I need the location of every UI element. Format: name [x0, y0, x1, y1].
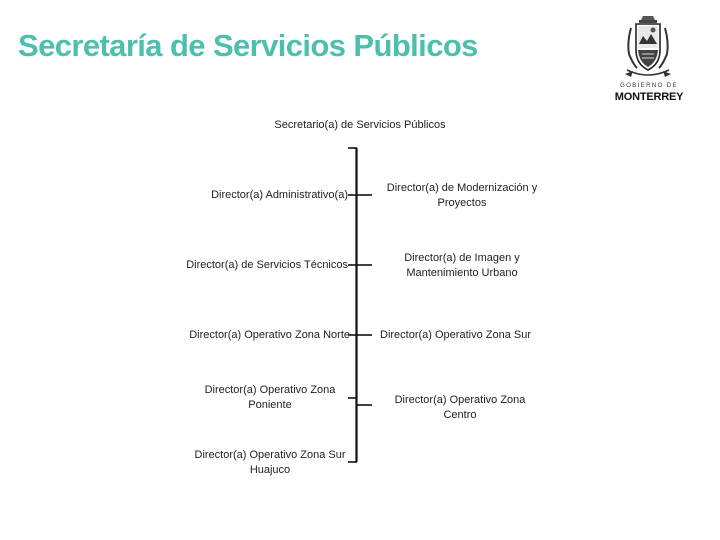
monterrey-logo: GOBIERNO DE MONTERREY	[610, 14, 688, 106]
org-node-label: Director(a) Administrativo(a)	[211, 188, 348, 201]
org-node-servicios-tecnicos: Director(a) de Servicios Técnicos	[160, 250, 348, 280]
org-node-administrativo: Director(a) Administrativo(a)	[180, 180, 348, 210]
org-node-zona-norte: Director(a) Operativo Zona Norte	[160, 320, 350, 350]
org-node-zona-sur-huajuco: Director(a) Operativo Zona Sur Huajuco	[188, 446, 352, 480]
org-node-label: Director(a) Operativo Zona Norte	[189, 328, 350, 341]
page-title: Secretaría de Servicios Públicos	[18, 28, 478, 63]
coat-of-arms-icon	[625, 16, 671, 77]
org-node-label: Director(a) de Imagen y Mantenimiento Ur…	[404, 252, 520, 279]
org-node-zona-sur: Director(a) Operativo Zona Sur	[380, 320, 550, 350]
logo-subtitle: GOBIERNO DE	[620, 83, 678, 89]
org-node-label: Director(a) Operativo Zona Centro	[394, 394, 526, 421]
org-node-zona-poniente: Director(a) Operativo Zona Poniente	[196, 381, 344, 415]
org-node-label: Director(a) de Servicios Técnicos	[186, 258, 348, 271]
org-top-node: Secretario(a) de Servicios Públicos	[274, 119, 446, 131]
org-node-label: Director(a) Operativo Zona Sur	[380, 328, 531, 341]
org-node-label: Director(a) de Modernización y Proyectos	[386, 182, 538, 209]
org-node-imagen-mantenimiento: Director(a) de Imagen y Mantenimiento Ur…	[384, 250, 540, 282]
org-node-modernizacion: Director(a) de Modernización y Proyectos	[380, 180, 544, 212]
org-node-zona-centro: Director(a) Operativo Zona Centro	[390, 392, 530, 424]
org-node-label: Director(a) Operativo Zona Poniente	[204, 384, 336, 411]
logo-wordmark: MONTERREY	[614, 91, 684, 103]
org-node-label: Director(a) Operativo Zona Sur Huajuco	[194, 449, 346, 476]
